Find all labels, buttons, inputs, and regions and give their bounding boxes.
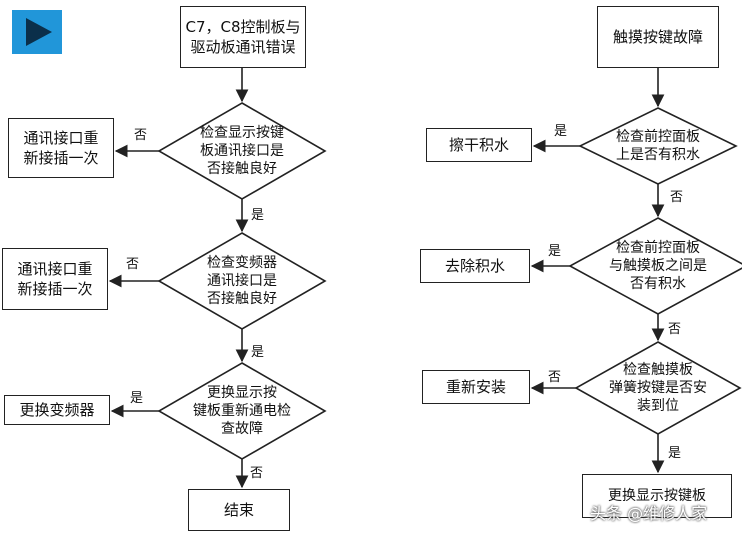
watermark: 头条 @维修人家: [590, 504, 708, 523]
left-decision-3-text: 更换显示按 键板重新通电检 查故障: [193, 385, 291, 437]
left-label-no-3: 否: [250, 466, 264, 481]
right-decision-3-text: 检查触摸板 弹簧按键是否安 装到位: [609, 362, 707, 414]
left-action-reconnect-1: 通讯接口重 新接插一次: [8, 118, 114, 178]
right-label-yes-2: 是: [548, 244, 562, 259]
left-label-no-1: 否: [134, 128, 148, 143]
right-action-reinstall: 重新安装: [422, 370, 530, 404]
left-label-yes-2: 是: [251, 345, 265, 360]
left-action-replace-inverter: 更换变频器: [4, 395, 110, 425]
left-label-yes-1: 是: [251, 208, 265, 223]
left-label-yes-3: 是: [130, 391, 144, 406]
right-start-box: 触摸按键故障: [597, 6, 719, 68]
right-label-yes-3: 是: [668, 446, 682, 461]
left-label-no-2: 否: [126, 257, 140, 272]
right-label-no-1: 否: [670, 190, 684, 205]
play-icon: [26, 18, 52, 46]
play-icon-box: [12, 10, 62, 54]
right-label-yes-1: 是: [554, 124, 568, 139]
right-decision-2-text: 检查前控面板 与触摸板之间是 否有积水: [609, 240, 707, 292]
right-label-no-2: 否: [668, 322, 682, 337]
left-end-box: 结束: [188, 489, 290, 531]
right-decision-1-text: 检查前控面板 上是否有积水: [616, 129, 700, 163]
left-start-box: C7，C8控制板与 驱动板通讯错误: [180, 6, 306, 68]
left-decision-1-text: 检查显示按键 板通讯接口是 否接触良好: [200, 125, 284, 177]
right-action-remove-water: 去除积水: [420, 249, 530, 283]
right-action-dry-water: 擦干积水: [426, 128, 532, 162]
left-decision-2-text: 检查变频器 通讯接口是 否接触良好: [207, 255, 277, 307]
right-end-box: 更换显示按键板: [582, 474, 732, 518]
left-action-reconnect-2: 通讯接口重 新接插一次: [2, 248, 108, 310]
right-label-no-3: 否: [548, 370, 562, 385]
